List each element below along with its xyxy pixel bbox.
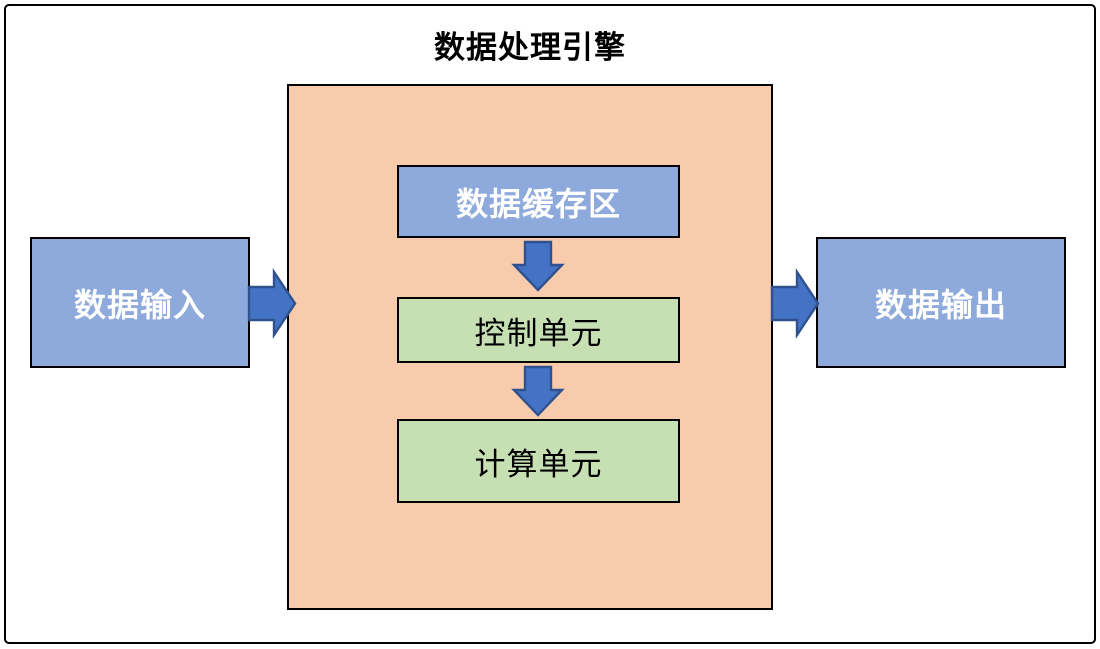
node-control-unit-label: 控制单元 [474,315,603,351]
node-data-output-label: 数据输出 [874,286,1007,323]
node-control-unit: 控制单元 [397,297,680,363]
node-data-input: 数据输入 [30,237,250,368]
node-data-output: 数据输出 [816,237,1066,368]
arrow-control-to-compute-icon [511,365,565,417]
arrow-engine-to-output-icon [770,268,820,339]
node-compute-unit: 计算单元 [397,419,680,503]
node-compute-unit-label: 计算单元 [474,446,603,482]
node-data-buffer-label: 数据缓存区 [455,185,621,222]
node-data-buffer: 数据缓存区 [397,165,680,238]
arrow-input-to-engine-icon [247,268,297,339]
diagram-title: 数据处理引擎 [434,30,626,65]
node-data-input-label: 数据输入 [73,286,206,323]
arrow-buffer-to-control-icon [511,240,565,292]
